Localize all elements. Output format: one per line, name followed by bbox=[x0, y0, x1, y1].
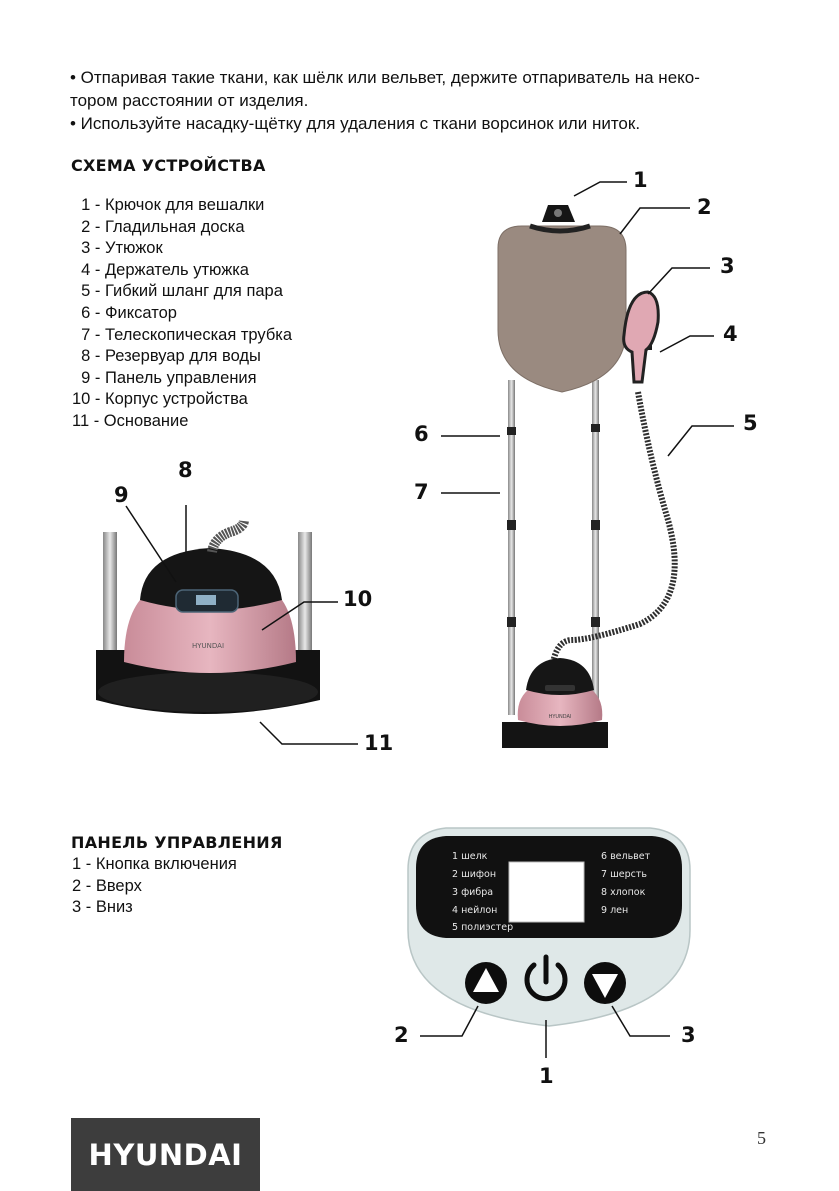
parts-list-item: 10 - Корпус устройства bbox=[72, 390, 248, 409]
triangle-down-icon bbox=[592, 974, 618, 998]
panel-callout-3: 3 bbox=[681, 1023, 696, 1047]
steam-hose bbox=[549, 391, 678, 669]
callout-8: 8 bbox=[178, 458, 193, 482]
intro-line: тором расстоянии от изделия. bbox=[70, 91, 309, 110]
fabric-label: 2 шифон bbox=[452, 869, 496, 880]
callout-1: 1 bbox=[633, 168, 648, 192]
fabric-label: 9 лен bbox=[601, 905, 628, 916]
control-panel-list-item: 1 - Кнопка включения bbox=[72, 855, 237, 873]
intro-line: • Отпаривая такие ткани, как шёлк или ве… bbox=[70, 68, 700, 87]
callout-9: 9 bbox=[114, 483, 129, 507]
intro-text: • Отпаривая такие ткани, как шёлк или ве… bbox=[70, 66, 790, 135]
parts-list-item: 3 - Утюжок bbox=[72, 239, 163, 258]
parts-list-item: 9 - Панель управления bbox=[72, 368, 257, 387]
intro-line: • Используйте насадку-щётку для удаления… bbox=[70, 114, 641, 133]
fabric-label: 1 шелк bbox=[452, 851, 488, 862]
parts-list-item: 7 - Телескопическая трубка bbox=[72, 325, 293, 344]
power-icon bbox=[524, 954, 568, 1002]
callout-11: 11 bbox=[364, 731, 394, 755]
callout-6: 6 bbox=[414, 422, 429, 446]
fabric-label: 5 полиэстер bbox=[452, 922, 513, 933]
triangle-up-icon bbox=[473, 968, 499, 992]
panel-callout-1: 1 bbox=[539, 1064, 554, 1088]
callout-7: 7 bbox=[414, 480, 429, 504]
parts-list-item: 11 - Основание bbox=[72, 411, 189, 430]
water-tank bbox=[140, 548, 282, 610]
body-brand-small: HYUNDAI bbox=[549, 714, 572, 720]
callout-2: 2 bbox=[697, 195, 712, 219]
fabric-label: 4 нейлон bbox=[452, 905, 497, 916]
parts-list-item: 2 - Гладильная доска bbox=[72, 217, 245, 236]
up-button[interactable] bbox=[465, 962, 507, 1004]
fabric-label: 6 вельвет bbox=[601, 851, 651, 862]
iron bbox=[622, 290, 660, 384]
parts-list: 1 - Крючок для вешалки 2 - Гладильная до… bbox=[72, 195, 292, 433]
parts-list-item: 5 - Гибкий шланг для пара bbox=[72, 282, 283, 301]
callout-10: 10 bbox=[343, 587, 373, 611]
body-brand-large: HYUNDAI bbox=[192, 642, 224, 650]
page-number: 5 bbox=[757, 1128, 766, 1148]
scheme-title: СХЕМА УСТРОЙСТВА bbox=[71, 156, 266, 175]
callout-4: 4 bbox=[723, 322, 738, 346]
fabric-label: 7 шерсть bbox=[601, 869, 647, 880]
control-panel-title: ПАНЕЛЬ УПРАВЛЕНИЯ bbox=[71, 833, 283, 852]
brand-logo: HYUNDAI bbox=[71, 1118, 260, 1191]
parts-list-item: 8 - Резервуар для воды bbox=[72, 347, 261, 366]
callout-5: 5 bbox=[743, 411, 758, 435]
parts-list-item: 6 - Фиксатор bbox=[72, 303, 177, 322]
callout-3: 3 bbox=[720, 254, 735, 278]
parts-list-item: 4 - Держатель утюжка bbox=[72, 260, 249, 279]
panel-callout-2: 2 bbox=[394, 1023, 409, 1047]
control-panel-list: 1 - Кнопка включения 2 - Вверх 3 - Вниз bbox=[72, 854, 237, 919]
parts-list-item: 1 - Крючок для вешалки bbox=[72, 196, 265, 214]
fabric-label: 8 хлопок bbox=[601, 887, 646, 898]
control-panel-list-item: 3 - Вниз bbox=[72, 898, 133, 916]
device-body bbox=[124, 600, 296, 673]
lcd-screen bbox=[508, 861, 585, 923]
power-button[interactable] bbox=[524, 954, 568, 1002]
fabric-label: 3 фибра bbox=[452, 887, 493, 898]
control-panel-list-item: 2 - Вверх bbox=[72, 876, 142, 895]
down-button[interactable] bbox=[584, 962, 626, 1004]
